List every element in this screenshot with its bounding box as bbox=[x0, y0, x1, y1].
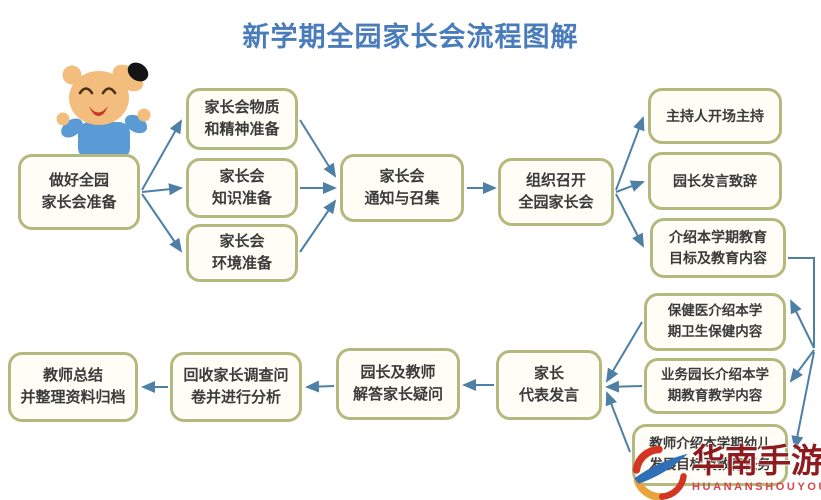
arrow-environment-to-notify bbox=[299, 199, 337, 253]
arrow-branch-to-business bbox=[789, 349, 815, 383]
node-host: 主持人开场主持 bbox=[648, 88, 782, 144]
node-parent-rep: 家长 代表发言 bbox=[496, 350, 602, 420]
watermark-subtext: HUANANSHOUYOUWANG bbox=[692, 480, 821, 493]
node-environment-line2: 环境准备 bbox=[211, 255, 272, 272]
node-environment: 家长会 环境准备 bbox=[186, 224, 298, 282]
arrow-material-to-notify bbox=[299, 119, 337, 178]
node-intro-edu-line1: 介绍本学期教育 bbox=[669, 229, 767, 245]
node-teacher-intro: 教师介绍本学期幼儿 发展目标及教育任务 bbox=[632, 424, 788, 486]
connector-introedu-elbow bbox=[788, 257, 815, 348]
arrow-business-to-parentrep bbox=[605, 380, 643, 393]
node-answer-line1: 园长及教师 bbox=[360, 363, 436, 381]
site-watermark: 华南手游网 HUANANSHOUYOUWANG bbox=[630, 441, 821, 500]
node-collect: 回收家长调查问 卷并进行分析 bbox=[170, 352, 302, 422]
arrow-prepare-to-material bbox=[141, 119, 182, 191]
watermark-text: 华南手游网 bbox=[692, 441, 821, 480]
node-material-line1: 家长会物质 bbox=[204, 98, 280, 116]
node-director-line1: 园长发言致辞 bbox=[673, 172, 757, 189]
node-intro-edu: 介绍本学期教育 目标及教育内容 bbox=[650, 218, 786, 278]
node-answer-line2: 解答家长疑问 bbox=[352, 386, 443, 403]
node-material: 家长会物质 和精神准备 bbox=[186, 88, 298, 150]
node-notify: 家长会 通知与召集 bbox=[340, 154, 464, 222]
node-organize: 组织召开 全园家长会 bbox=[498, 158, 614, 226]
node-knowledge-line1: 家长会 bbox=[219, 167, 265, 185]
node-business-line2: 期教育教学内容 bbox=[667, 388, 763, 403]
node-organize-line2: 全园家长会 bbox=[518, 194, 594, 211]
node-material-line2: 和精神准备 bbox=[204, 121, 280, 138]
node-knowledge-line2: 知识准备 bbox=[211, 190, 272, 207]
node-business-line1: 业务园长介绍本学 bbox=[661, 367, 769, 383]
node-host-line1: 主持人开场主持 bbox=[666, 107, 764, 124]
arrow-organize-to-introedu bbox=[615, 193, 644, 248]
arrow-prepare-to-environment bbox=[141, 193, 183, 253]
arrow-organize-to-director bbox=[615, 180, 645, 193]
page-title: 新学期全园家长会流程图解 bbox=[242, 22, 579, 52]
node-health-line2: 期卫生保健内容 bbox=[667, 324, 763, 339]
node-teacher-intro-line1: 教师介绍本学期幼儿 bbox=[649, 436, 771, 452]
arrow-health-to-parentrep bbox=[605, 321, 643, 383]
node-health-line1: 保健医介绍本学 bbox=[667, 303, 763, 319]
node-environment-line1: 家长会 bbox=[219, 232, 265, 250]
mascot-puppy-illustration bbox=[56, 62, 151, 159]
node-collect-line2: 卷并进行分析 bbox=[190, 389, 281, 406]
arrow-organize-to-host bbox=[615, 116, 645, 191]
node-organize-line1: 组织召开 bbox=[525, 171, 586, 189]
node-parent-rep-line2: 代表发言 bbox=[518, 387, 579, 404]
node-notify-line1: 家长会 bbox=[379, 167, 425, 185]
node-summary: 教师总结 并整理资料归档 bbox=[8, 352, 138, 422]
node-business: 业务园长介绍本学 期教育教学内容 bbox=[644, 358, 786, 414]
node-collect-line1: 回收家长调查问 bbox=[183, 366, 289, 384]
node-prepare-line1: 做好全园 bbox=[48, 171, 109, 189]
arrow-answer-to-collect bbox=[305, 380, 335, 393]
node-prepare-line2: 家长会准备 bbox=[41, 194, 117, 211]
arrow-branch-to-teacherintro bbox=[791, 351, 815, 450]
node-knowledge: 家长会 知识准备 bbox=[186, 158, 298, 218]
node-summary-line2: 并整理资料归档 bbox=[20, 389, 126, 406]
node-summary-line1: 教师总结 bbox=[42, 366, 103, 384]
node-parent-rep-line1: 家长 bbox=[533, 364, 564, 382]
node-director: 园长发言致辞 bbox=[648, 152, 782, 210]
node-intro-edu-line2: 目标及教育内容 bbox=[669, 250, 767, 266]
watermark-logo-icon bbox=[632, 445, 688, 500]
arrow-branch-to-health bbox=[790, 299, 815, 349]
node-answer: 园长及教师 解答家长疑问 bbox=[336, 348, 460, 420]
node-prepare: 做好全园 家长会准备 bbox=[18, 154, 140, 230]
arrow-teacher-to-parentrep bbox=[605, 391, 631, 453]
arrow-prepare-to-knowledge bbox=[141, 183, 183, 196]
node-notify-line2: 通知与召集 bbox=[364, 190, 440, 207]
node-health: 保健医介绍本学 期卫生保健内容 bbox=[644, 293, 786, 351]
